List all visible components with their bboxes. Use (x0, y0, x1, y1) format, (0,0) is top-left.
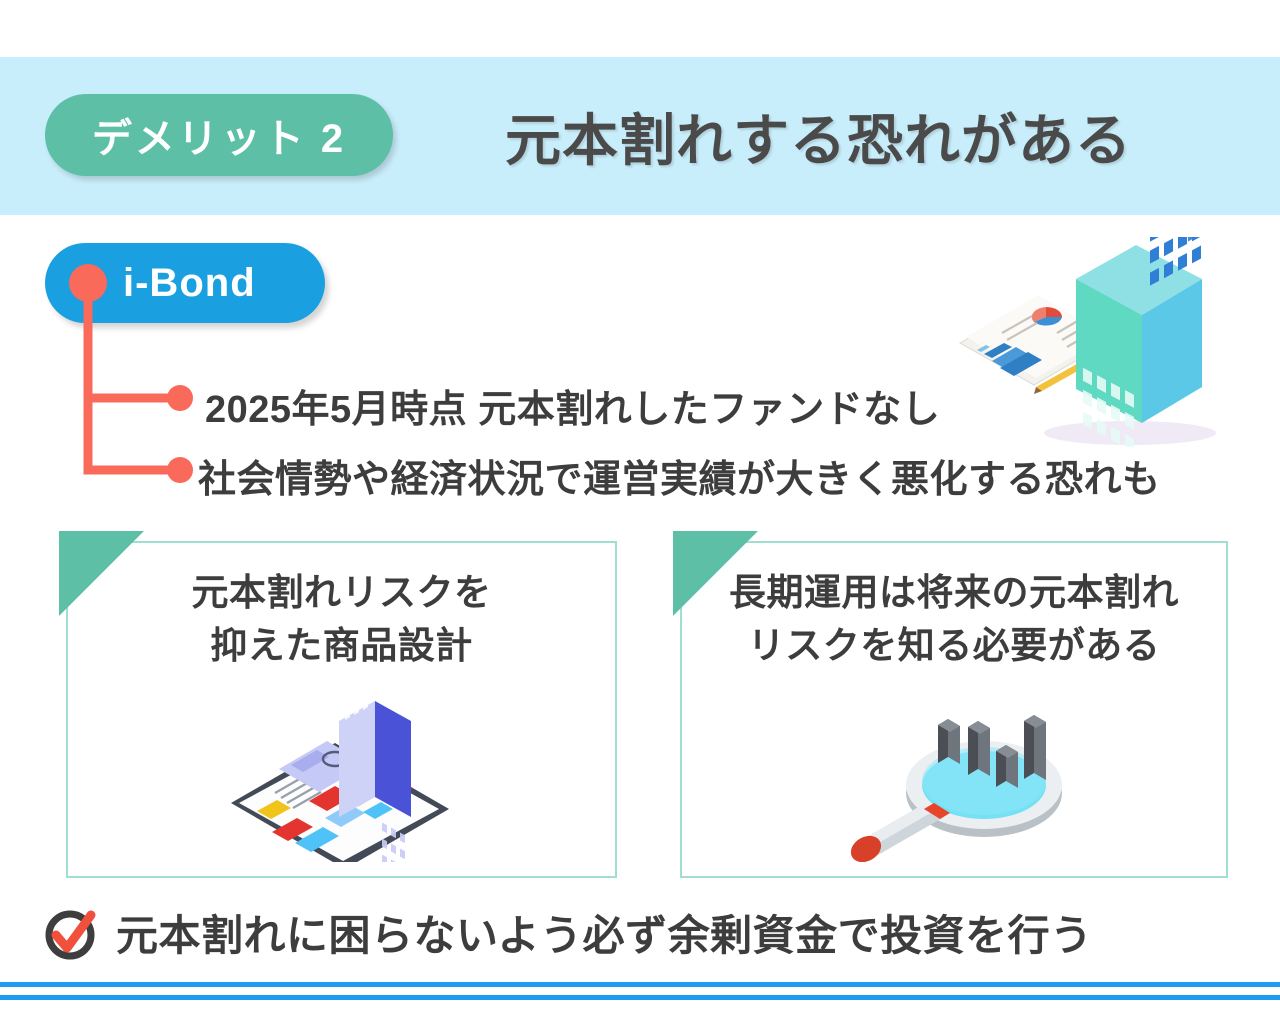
card-corner-triangle-icon (673, 531, 758, 616)
connector-branch-dot-2 (167, 457, 193, 483)
footer-rule-bottom (0, 995, 1280, 1000)
card-right-title-line2: リスクを知る必要がある (747, 624, 1161, 666)
card-left-title-line1: 元本割れリスクを (191, 572, 492, 613)
tablet-building-isometric-icon (230, 687, 449, 862)
card-right: 長期運用は将来の元本割れ リスクを知る必要がある (673, 531, 1228, 878)
card-corner-triangle-icon (59, 531, 144, 616)
bullet-item-1: 2025年5月時点 元本割れしたファンドなし (205, 389, 941, 431)
card-right-title: 長期運用は将来の元本割れ リスクを知る必要がある (682, 567, 1226, 672)
footer-text: 元本割れに困らないよう必ず余剰資金で投資を行う (116, 912, 1093, 959)
card-left-title: 元本割れリスクを 抑えた商品設計 (68, 567, 615, 672)
connector-branch-dot-1 (167, 385, 193, 411)
building-report-chart-isometric-icon (958, 237, 1216, 447)
footer-rule-top (0, 982, 1280, 987)
page-title: 元本割れする恐れがある (505, 109, 1132, 172)
ibond-badge: i-Bond (45, 243, 325, 323)
card-right-title-line1: 長期運用は将来の元本割れ (729, 572, 1179, 613)
footer-row: 元本割れに困らないよう必ず余剰資金で投資を行う (42, 902, 1093, 963)
card-left: 元本割れリスクを 抑えた商品設計 (59, 531, 617, 878)
card-left-title-line2: 抑えた商品設計 (210, 624, 473, 666)
circle-check-icon (45, 910, 96, 959)
bullet-item-2: 社会情勢や経済状況で運営実績が大きく悪化する恐れも (198, 459, 1161, 501)
magnifier-bar-chart-isometric-icon (850, 715, 1062, 862)
ibond-badge-label: i-Bond (123, 260, 256, 305)
demerit-badge: デメリット 2 (45, 94, 393, 176)
